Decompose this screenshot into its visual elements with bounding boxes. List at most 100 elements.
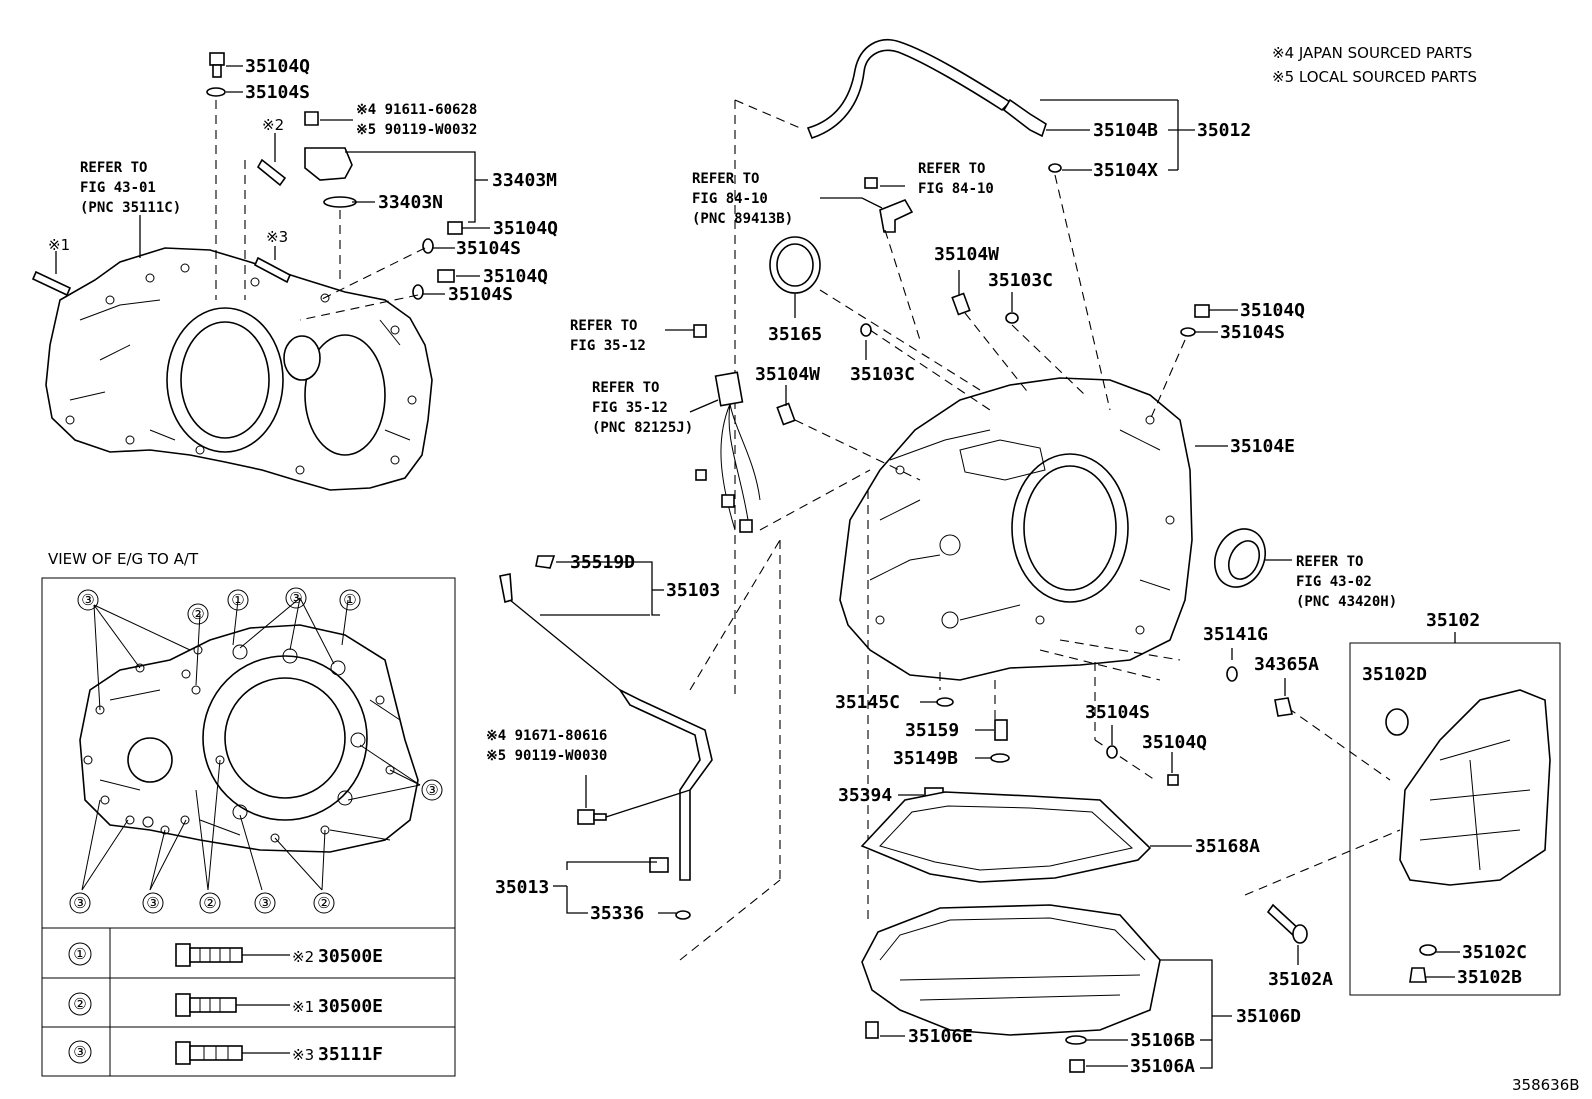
label-35104Q-top: 35104Q [245, 56, 310, 77]
label-35102: 35102 [1426, 610, 1480, 631]
label-35104S-b: 35104S [456, 238, 521, 259]
label-35104X: 35104X [1093, 160, 1158, 181]
label-35102C: 35102C [1462, 942, 1527, 963]
breather-hose-drawing [806, 39, 1062, 173]
note-local-sourced: ※5 LOCAL SOURCED PARTS [1272, 68, 1477, 86]
ref-35-12b-line1: REFER TO [592, 380, 659, 396]
bolt-table-row-1: ① ※2 30500E [68, 942, 383, 967]
ref-35-12b-line3: (PNC 82125J) [592, 420, 693, 436]
dashed-lines-left [215, 100, 426, 321]
row2-part: 30500E [318, 996, 383, 1017]
ref-43-01-line3: (PNC 35111C) [80, 200, 181, 216]
label-35104W-b: 35104W [755, 364, 820, 385]
bolt-mark1-drawing [31, 270, 72, 297]
transmission-case-35104E-drawing [839, 377, 1193, 681]
oil-pan-35106D-drawing [861, 904, 1161, 1073]
label-35159: 35159 [905, 720, 959, 741]
label-35149B: 35149B [893, 748, 958, 769]
callout-1: ③ [81, 591, 94, 609]
bolt-91671-drawing [577, 809, 607, 825]
bolts-35104Q-r-drawing [1180, 304, 1210, 337]
label-35104B: 35104B [1093, 120, 1158, 141]
bolt-35102A-drawing [1266, 903, 1308, 944]
sensor-33403M-drawing [304, 111, 357, 208]
ref-43-02-line1: REFER TO [1296, 554, 1363, 570]
ref-35-12a-line1: REFER TO [570, 318, 637, 334]
row2-num: ② [73, 995, 86, 1013]
bolt-mark2-drawing [256, 158, 287, 187]
label-35104S-top: 35104S [245, 82, 310, 103]
ref-84-10b-line2: FIG 84-10 [918, 181, 994, 197]
bolt-table-row-2: ② ※1 30500E [68, 992, 383, 1017]
row3-part: 35111F [318, 1044, 383, 1065]
label-35394: 35394 [838, 785, 892, 806]
label-35104S-r: 35104S [1220, 322, 1285, 343]
row3-num: ③ [73, 1043, 86, 1061]
label-35104Q-r: 35104Q [1240, 300, 1305, 321]
callout-9: ③ [258, 894, 271, 912]
ref-84-10a-line3: (PNC 89413B) [692, 211, 793, 227]
label-90119-W0030: ※5 90119-W0030 [486, 748, 607, 764]
label-91671-80616: ※4 91671-80616 [486, 728, 607, 744]
bolt-mark3-drawing [253, 256, 292, 284]
callout-8: ③ [146, 894, 159, 912]
row1-part: 30500E [318, 946, 383, 967]
wiring-harness-drawing [693, 324, 761, 533]
label-91611-60628: ※4 91611-60628 [356, 102, 477, 118]
label-35104Q-b: 35104Q [493, 218, 558, 239]
callout-4: ③ [289, 589, 302, 607]
row2-mark: ※1 [292, 998, 314, 1016]
row3-mark: ※3 [292, 1046, 314, 1064]
gasket-35168A-drawing [860, 787, 1152, 883]
view-callout-leaders [81, 597, 421, 891]
transaxle-housing-drawing [45, 247, 433, 491]
callout-3: ② [191, 605, 204, 623]
label-35145C: 35145C [835, 692, 900, 713]
label-90119-W0032: ※5 90119-W0032 [356, 122, 477, 138]
label-35102B: 35102B [1457, 967, 1522, 988]
callout-11: ② [317, 894, 330, 912]
ref-35-12a-line2: FIG 35-12 [570, 338, 646, 354]
label-35103C-b: 35103C [850, 364, 915, 385]
ref-84-10a-line1: REFER TO [692, 171, 759, 187]
view-title: VIEW OF E/G TO A/T [48, 550, 199, 568]
label-35103: 35103 [666, 580, 720, 601]
small-parts-drawing [936, 697, 1293, 786]
diagram-ref-number: 358636B [1512, 1076, 1580, 1094]
note-japan-sourced: ※4 JAPAN SOURCED PARTS [1272, 44, 1472, 62]
callout-7: ③ [73, 894, 86, 912]
mark-3: ※3 [266, 228, 288, 246]
label-33403N: 33403N [378, 192, 443, 213]
ref-84-10b-line1: REFER TO [918, 161, 985, 177]
label-35336: 35336 [590, 903, 644, 924]
label-35104S-c: 35104S [448, 284, 513, 305]
ref-84-10a-line2: FIG 84-10 [692, 191, 768, 207]
label-35104S-d: 35104S [1085, 702, 1150, 723]
label-33403M: 33403M [492, 170, 557, 191]
label-35013: 35013 [495, 877, 549, 898]
row1-mark: ※2 [292, 948, 314, 966]
label-35012: 35012 [1197, 120, 1251, 141]
bolt-35104Q-top-drawing [206, 52, 226, 97]
callout-2: ① [231, 591, 244, 609]
label-35165: 35165 [768, 324, 822, 345]
dashed-lines-central [679, 99, 1401, 961]
label-35103C-a: 35103C [988, 270, 1053, 291]
label-35104W-a: 35104W [934, 244, 999, 265]
label-35106B: 35106B [1130, 1030, 1195, 1051]
oil-seal-35165-drawing [769, 236, 821, 294]
callout-10: ② [203, 894, 216, 912]
label-34365A: 34365A [1254, 654, 1319, 675]
label-35519D: 35519D [570, 552, 635, 573]
label-35106A: 35106A [1130, 1056, 1195, 1077]
mark-1: ※1 [48, 236, 70, 254]
row1-num: ① [73, 945, 86, 963]
label-35104E: 35104E [1230, 436, 1295, 457]
view-box [41, 577, 456, 1077]
ref-35-12b-line2: FIG 35-12 [592, 400, 668, 416]
label-35106E: 35106E [908, 1026, 973, 1047]
label-35168A: 35168A [1195, 836, 1260, 857]
cover-35102-box [1349, 642, 1561, 996]
o-ring-35141G [1226, 666, 1238, 682]
